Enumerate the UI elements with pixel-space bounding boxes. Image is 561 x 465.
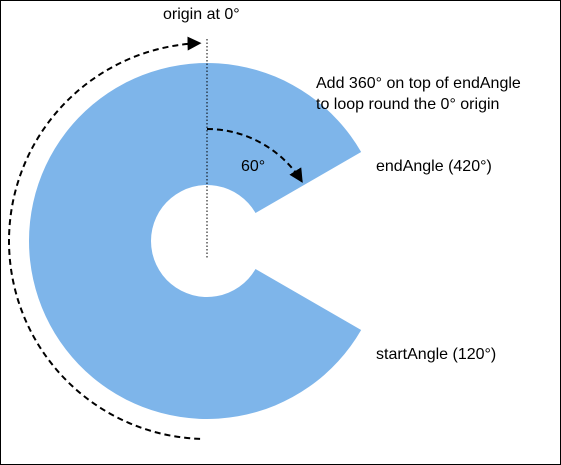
sweep-60-arrow — [206, 128, 303, 183]
end-angle-label: endAngle (420°) — [376, 158, 492, 175]
annotation-text: Add 360° on top of endAngle to loop roun… — [316, 73, 521, 115]
annotation-line: Add 360° on top of endAngle — [316, 75, 521, 92]
outer-sweep-arrow — [8, 36, 202, 440]
start-angle-label: startAngle (120°) — [376, 346, 497, 363]
origin-label: origin at 0° — [163, 6, 240, 23]
annotation-line: to loop round the 0° origin — [316, 96, 500, 113]
donut-sector — [28, 62, 362, 419]
sweep-angle-label: 60° — [241, 158, 266, 175]
